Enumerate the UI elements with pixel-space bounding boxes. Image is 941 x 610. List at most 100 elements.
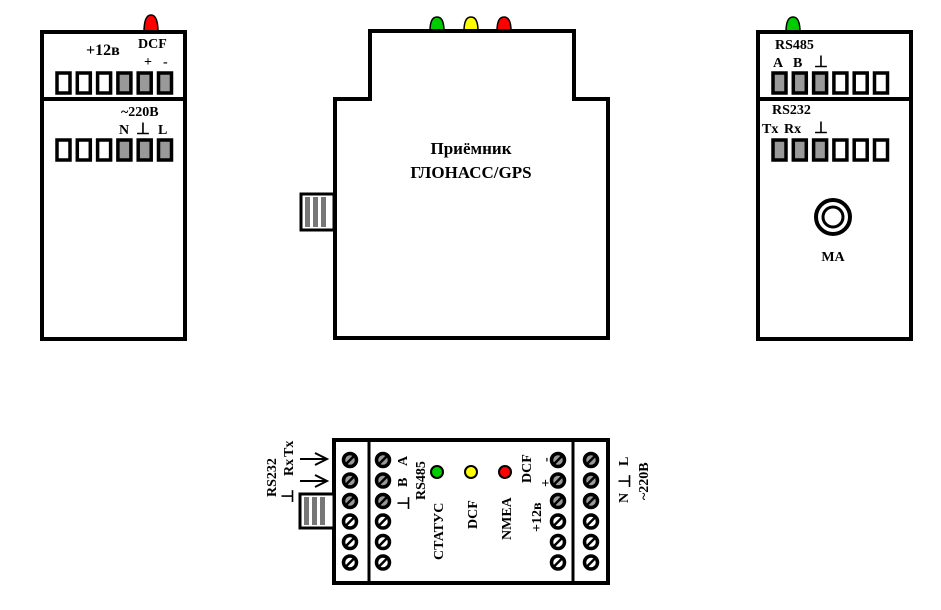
- left-panel: +12в DCF + - ~220В N ⊥ L: [40, 14, 187, 341]
- screw-terminal: [582, 513, 600, 530]
- rx-label: Rx: [784, 122, 801, 137]
- terminal-column: [549, 451, 567, 571]
- led-indicator: [143, 14, 159, 33]
- a-label: A: [396, 455, 411, 466]
- led-nmea: [496, 16, 512, 32]
- device-title: Приёмник: [431, 139, 512, 158]
- l-label: L: [617, 457, 632, 466]
- ground-label: ⊥: [396, 496, 413, 510]
- rs232-label: RS232: [265, 458, 280, 497]
- l-label: L: [158, 123, 167, 138]
- terminal: [872, 138, 890, 162]
- n-label: N: [119, 123, 129, 138]
- screw-terminal: [582, 451, 600, 469]
- status-label: СТАТУС: [432, 503, 447, 560]
- terminal: [136, 138, 153, 162]
- n-label: N: [617, 493, 632, 503]
- minus-label: -: [539, 457, 554, 462]
- bottom-view: RS232 Rx Tx ⊥ A B ⊥ RS485 СТАТУС: [265, 438, 652, 585]
- tx-label: Tx: [762, 122, 778, 137]
- terminal-column: [374, 451, 392, 571]
- screw-terminal: [582, 533, 600, 551]
- terminal: [852, 71, 869, 95]
- terminal: [55, 138, 72, 162]
- screw-terminal: [549, 472, 567, 489]
- screw-terminal: [374, 533, 392, 551]
- terminal: [116, 138, 133, 162]
- terminal: [771, 71, 788, 95]
- led-dcf: [463, 16, 479, 32]
- center-device: Приёмник ГЛОНАСС/GPS: [299, 16, 610, 340]
- screw-terminal: [549, 554, 567, 571]
- mains-label: ~220В: [637, 462, 652, 500]
- screw-terminal: [374, 451, 392, 469]
- screw-terminal: [549, 492, 567, 510]
- screw-terminal: [549, 513, 567, 530]
- nmea-label: NMEA: [500, 496, 515, 540]
- terminal: [156, 138, 174, 162]
- arrow-tx-icon: [300, 452, 330, 466]
- screw-terminal: [374, 492, 392, 510]
- terminal: [771, 138, 788, 162]
- terminal: [852, 138, 869, 162]
- rx-label: Rx: [282, 459, 297, 476]
- antenna-connector: [298, 492, 336, 530]
- terminal: [872, 71, 890, 95]
- dcf-led: [464, 465, 478, 479]
- terminal: [95, 138, 113, 162]
- terminal-block-rs232: [771, 138, 890, 162]
- screw-terminal: [549, 533, 567, 551]
- terminal: [832, 71, 849, 95]
- device-body: [333, 29, 610, 340]
- right-panel: RS485 A B ⊥ RS232 Tx Rx ⊥ MA: [756, 16, 913, 341]
- terminal: [75, 138, 93, 162]
- terminal-column: [582, 451, 600, 571]
- minus-label: -: [163, 55, 168, 70]
- terminal: [116, 71, 133, 95]
- led-status: [429, 16, 445, 32]
- dcf-label: DCF: [520, 454, 535, 483]
- terminal: [55, 71, 72, 95]
- terminal: [791, 71, 809, 95]
- mains-label: ~220В: [121, 105, 159, 120]
- terminal: [791, 138, 809, 162]
- dcf-indicator-label: DCF: [466, 500, 481, 529]
- plus-label: +: [539, 479, 554, 487]
- arrow-rx-icon: [300, 474, 330, 488]
- dcf-label: DCF: [138, 37, 167, 52]
- screw-terminal: [341, 533, 359, 551]
- tx-label: Tx: [282, 441, 297, 457]
- terminal-block-bottom: [55, 138, 174, 162]
- terminal: [811, 71, 829, 95]
- power-label: +12в: [530, 502, 545, 532]
- screw-terminal: [582, 554, 600, 571]
- screw-terminal: [341, 492, 359, 510]
- antenna-label: MA: [821, 250, 845, 265]
- ground-label: ⊥: [814, 120, 828, 137]
- b-label: B: [396, 478, 411, 487]
- terminal-column: [341, 451, 359, 571]
- a-label: A: [773, 56, 784, 71]
- ground-label: ⊥: [136, 121, 150, 138]
- ground-label: ⊥: [280, 489, 297, 503]
- power-label: +12в: [86, 42, 120, 59]
- nmea-led: [498, 465, 512, 479]
- ground-label: ⊥: [617, 474, 634, 488]
- screw-terminal: [341, 451, 359, 469]
- ground-label: ⊥: [814, 54, 828, 71]
- status-led: [430, 465, 444, 479]
- rs485-label: RS485: [414, 461, 429, 500]
- antenna-jack-icon: [814, 198, 852, 236]
- rs485-label: RS485: [775, 38, 814, 53]
- terminal-block-rs485: [771, 71, 890, 95]
- led-indicator: [785, 16, 801, 33]
- screw-terminal: [374, 513, 392, 530]
- terminal: [811, 138, 829, 162]
- terminal-block-top: [55, 71, 174, 95]
- terminal: [136, 71, 153, 95]
- terminal: [832, 138, 849, 162]
- device-subtitle: ГЛОНАСС/GPS: [410, 163, 531, 182]
- terminal: [156, 71, 174, 95]
- screw-terminal: [341, 513, 359, 530]
